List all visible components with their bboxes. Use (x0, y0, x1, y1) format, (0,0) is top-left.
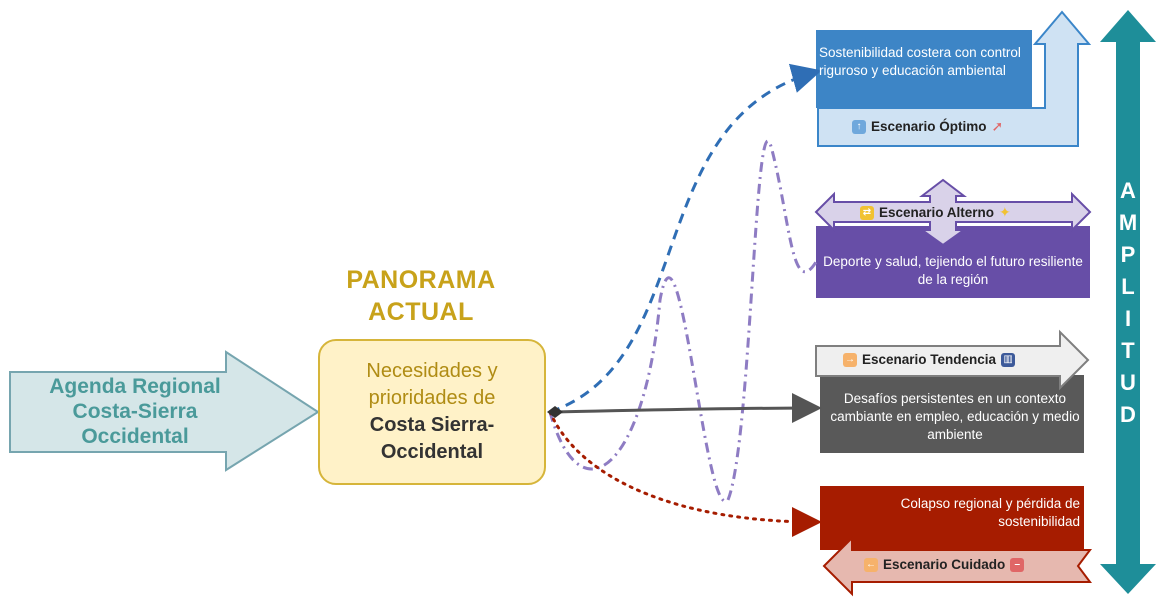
optimo-up-arrow (817, 10, 1092, 147)
amplitud-letter: M (1118, 210, 1138, 235)
tendencia-label-row: → Escenario Tendencia ▥ (843, 352, 1016, 367)
left-arrow-icon: ← (864, 557, 878, 572)
sparkles-icon: ✦ (999, 204, 1011, 220)
shuffle-icon: ⇄ (860, 205, 874, 220)
optimo-label-row: ↑ Escenario Óptimo ➚ (852, 118, 1003, 135)
agenda-title: Agenda Regional Costa-Sierra Occidental (49, 375, 221, 448)
amplitud-letter: P (1120, 242, 1136, 267)
needs-box (318, 339, 546, 485)
no-entry-icon: – (1010, 557, 1025, 572)
amplitud-letter: A (1120, 178, 1136, 203)
optimo-text-box (816, 30, 1032, 108)
needs-text: Necesidades y prioridades de (366, 360, 498, 409)
alterno-cross-arrow (814, 178, 1092, 247)
alterno-label: Escenario Alterno (879, 205, 995, 220)
up-arrow-icon: ↑ (852, 119, 866, 134)
alterno-text: Deporte y salud, tejiendo el futuro resi… (823, 254, 1083, 287)
panorama-title: PANORAMA ACTUAL (346, 266, 496, 326)
optimo-text: Sostenibilidad costera con control rigur… (819, 45, 1021, 78)
tendencia-right-arrow (815, 329, 1090, 391)
tendencia-text-box (820, 375, 1084, 453)
tendencia-label: Escenario Tendencia (862, 352, 997, 367)
amplitud-letter: L (1121, 274, 1135, 299)
cuidado-text-box (820, 486, 1084, 550)
cuidado-text: Colapso regional y pérdida de sostenibil… (900, 496, 1080, 529)
amplitud-letter: T (1121, 338, 1135, 363)
cuidado-label-row: ← Escenario Cuidado – (864, 557, 1025, 572)
tendencia-text: Desafíos persistentes en un contexto cam… (830, 391, 1080, 442)
optimo-label: Escenario Óptimo (871, 119, 987, 134)
right-arrow-icon: → (843, 352, 857, 367)
amplitud-letter: U (1120, 370, 1136, 395)
amplitud-arrow (1100, 10, 1156, 594)
needs-origin-dot (547, 406, 563, 418)
cuidado-label: Escenario Cuidado (883, 557, 1006, 572)
line-alterno (548, 139, 818, 503)
line-cuidado (548, 410, 822, 537)
cuidado-left-arrow (822, 535, 1092, 597)
amplitud-letter: D (1120, 402, 1136, 427)
needs-text-block: Necesidades y prioridades de Costa Sierr… (322, 358, 542, 466)
needs-bold: Costa Sierra-Occidental (369, 414, 495, 463)
amplitud-letter: I (1124, 306, 1132, 331)
line-optimo (549, 63, 822, 414)
line-tendencia (551, 393, 822, 424)
agenda-arrow (9, 350, 320, 472)
rocket-icon: ➚ (991, 118, 1004, 134)
alterno-label-row: ⇄ Escenario Alterno ✦ (860, 204, 1011, 221)
chart-icon: ▥ (1001, 352, 1016, 367)
